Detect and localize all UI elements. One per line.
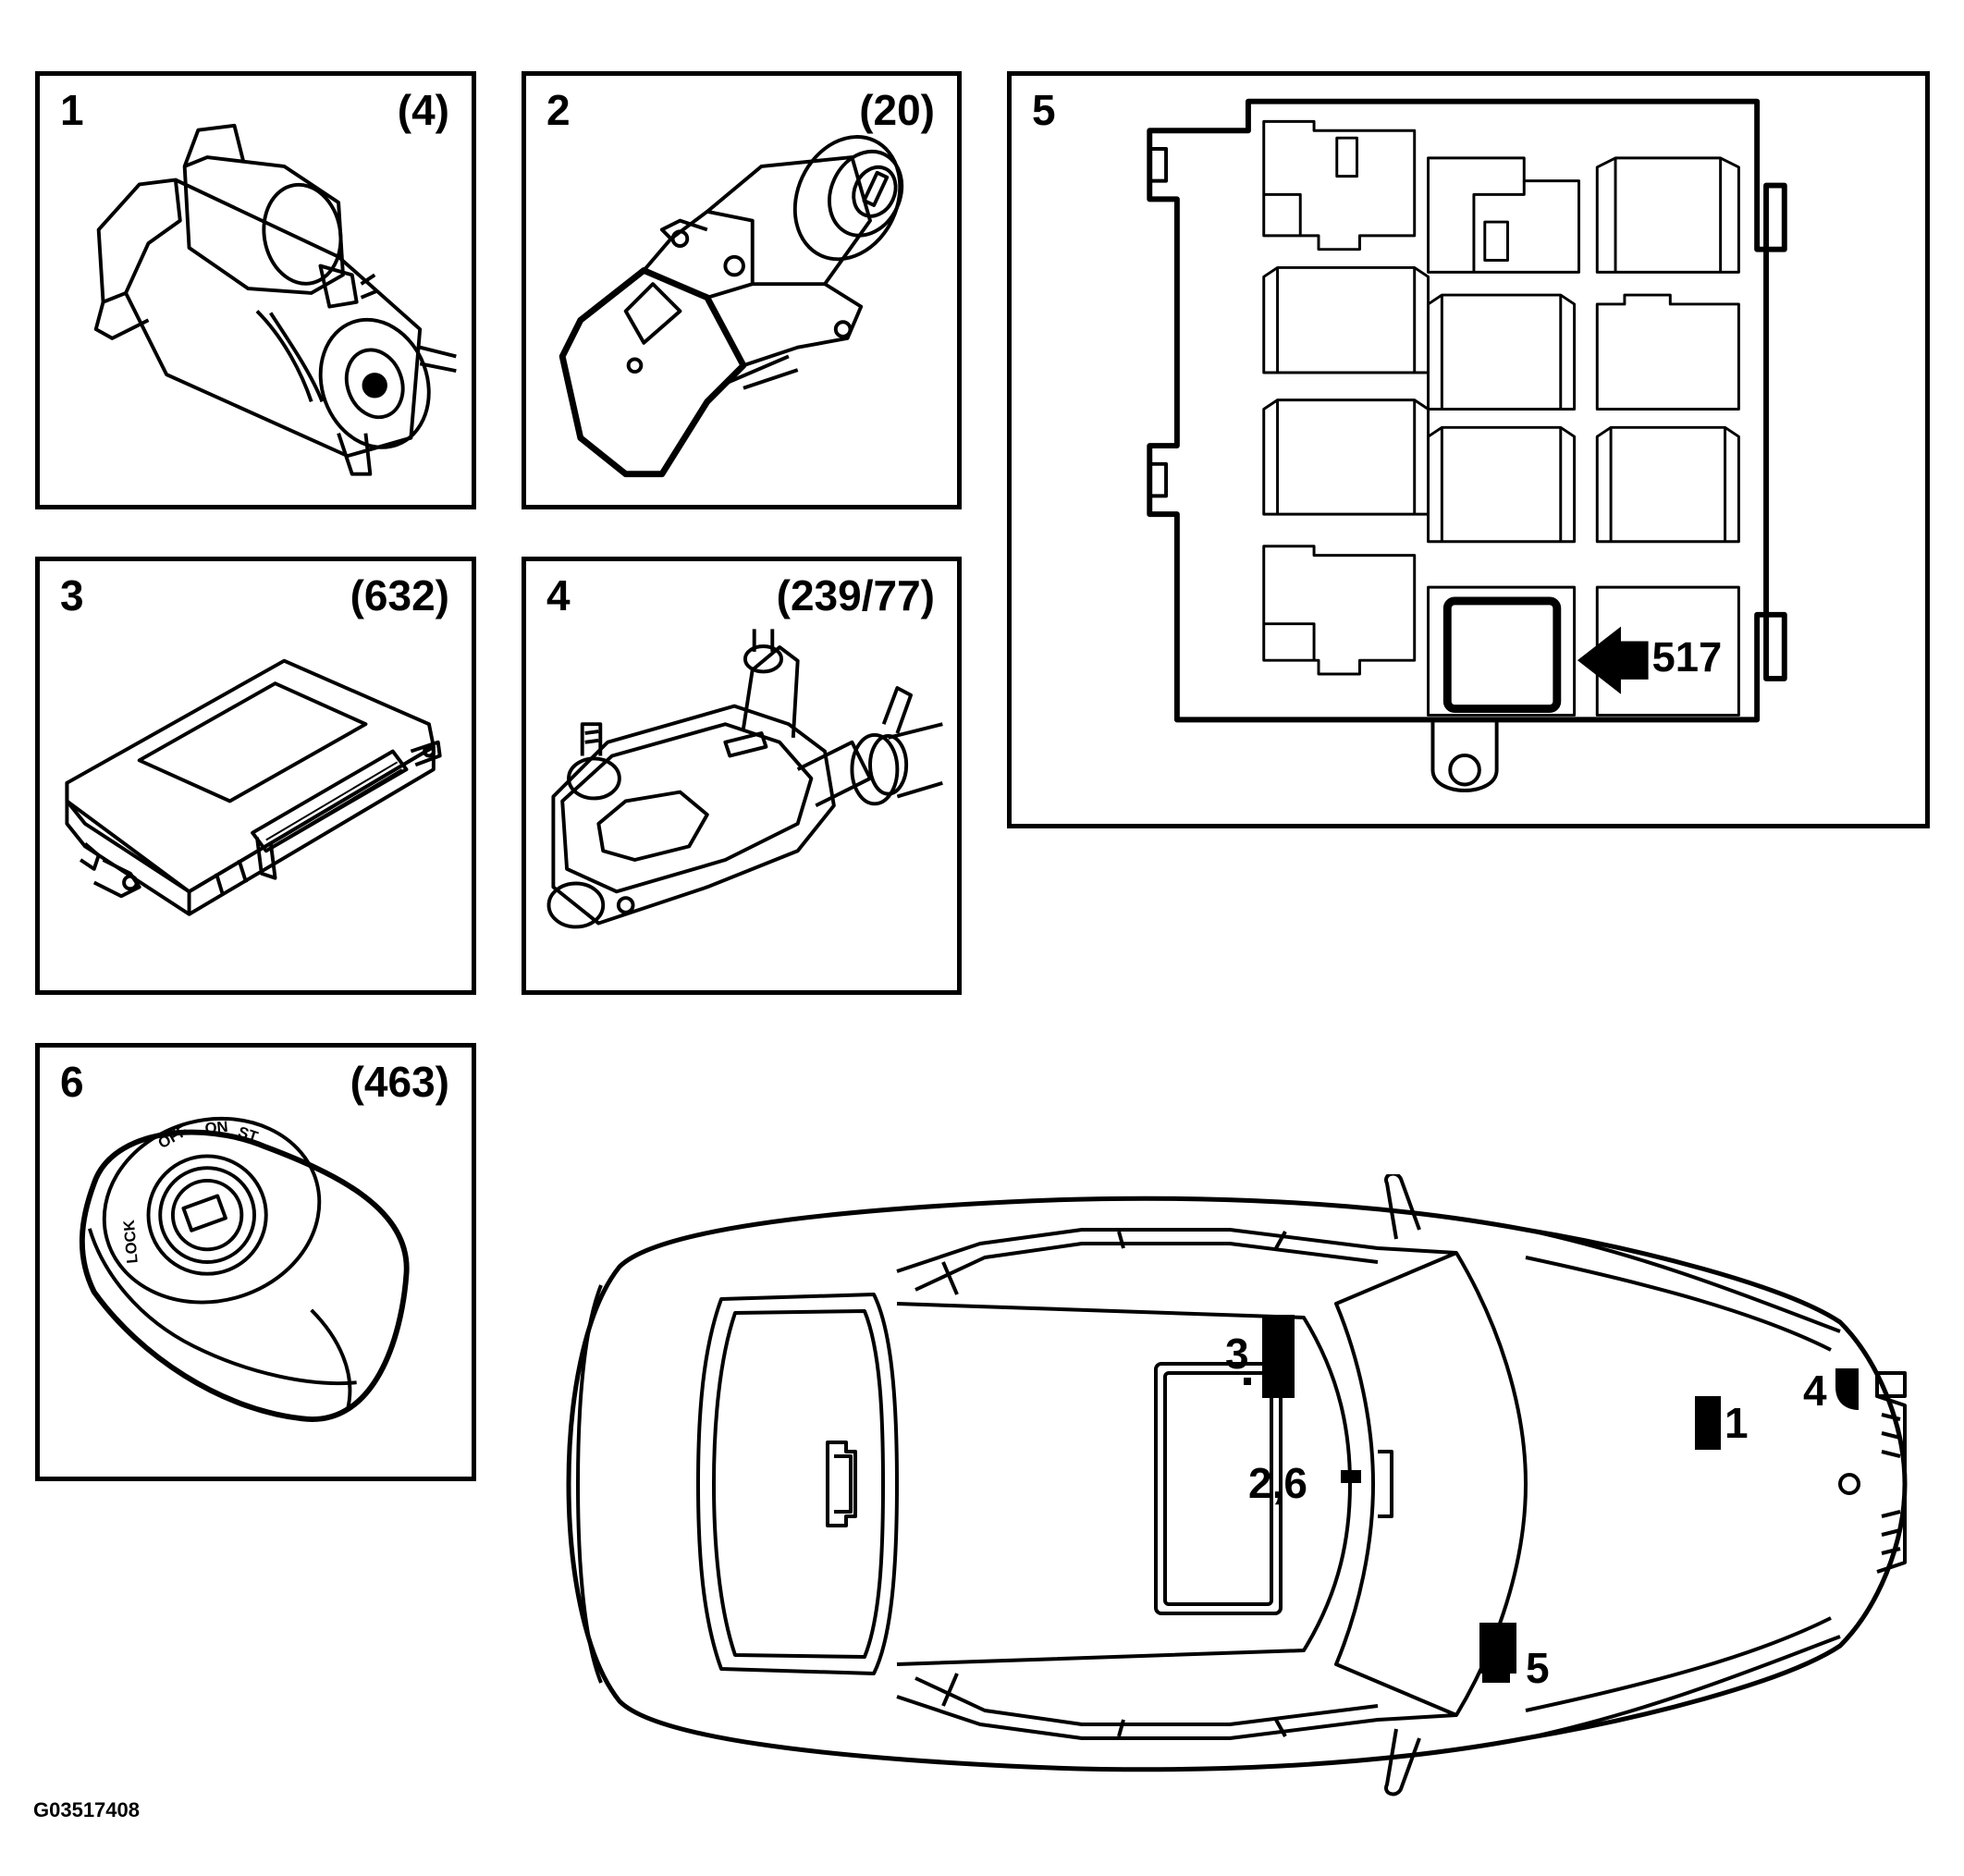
rear-window [696, 1293, 899, 1675]
component-panel-6: LOCK OFF ON ST 6 (463) [35, 1043, 476, 1481]
location-label-4: 4 [1803, 1367, 1827, 1415]
control-module-icon [65, 658, 442, 916]
location-label-3: 3 [1225, 1330, 1249, 1378]
car-body-outline [566, 1195, 1908, 1772]
panel-reference: (239/77) [776, 571, 935, 619]
relay-box-icon: 517 [1147, 98, 1787, 792]
panel-number: 6 [60, 1058, 84, 1106]
ignition-position-off: OFF [155, 1122, 190, 1152]
panel-reference: (20) [859, 86, 935, 134]
location-label-1: 1 [1725, 1399, 1749, 1447]
ignition-position-on: ON [204, 1118, 228, 1137]
ignition-position-lock: LOCK [120, 1220, 141, 1265]
panel-number: 2 [546, 86, 571, 134]
component-panel-2: 2 (20) [522, 71, 962, 509]
document-code: G03517408 [33, 1798, 140, 1821]
mirror-bottom [1384, 1728, 1421, 1796]
ignition-switch-icon: LOCK OFF ON ST [79, 1116, 410, 1422]
location-label-2-6: 2,6 [1248, 1459, 1307, 1507]
panel-number: 1 [60, 86, 84, 134]
location-label-5: 5 [1526, 1644, 1550, 1692]
panel-reference: (4) [397, 86, 449, 134]
panel-reference: (463) [350, 1058, 449, 1106]
starter-motor-icon [93, 123, 457, 476]
relay-number-label: 517 [1652, 633, 1723, 681]
component-panel-1: 1 (4) [35, 71, 476, 509]
panel-number: 4 [546, 571, 571, 619]
component-panel-4: 4 (239/77) [522, 557, 962, 995]
panel-reference: (632) [350, 571, 449, 619]
sunroof [1154, 1362, 1283, 1615]
mirror-top [1384, 1174, 1421, 1240]
car-top-view: 3 2,6 1 4 5 [566, 1174, 1908, 1796]
panel-number: 3 [60, 571, 84, 619]
component-panel-5: 517 5 [1007, 71, 1930, 828]
steering-lock-icon [559, 135, 904, 478]
panel-number: 5 [1032, 86, 1056, 134]
arrow-left-icon [1577, 626, 1649, 694]
windshield [1334, 1251, 1528, 1717]
component-panel-3: 3 (632) [35, 557, 476, 995]
wiper-motor-icon [546, 629, 943, 929]
